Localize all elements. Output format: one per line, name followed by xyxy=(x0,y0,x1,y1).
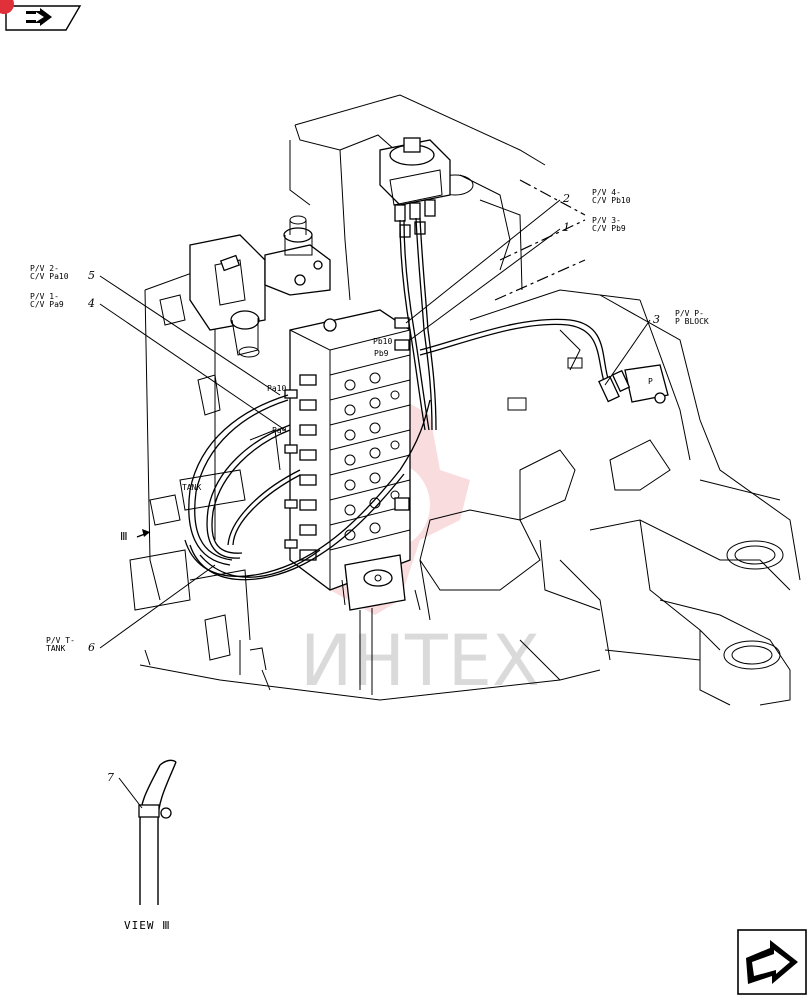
callout-2-text-1: P/V 4- xyxy=(592,188,621,197)
view-marker: Ⅲ xyxy=(120,529,151,543)
valve-top-ports xyxy=(323,317,410,511)
detail-view-iii: 7 VIEW Ⅲ xyxy=(107,759,177,932)
p-block xyxy=(598,364,669,404)
callout-5-number: 5 xyxy=(88,269,95,282)
callout-6-number: 6 xyxy=(88,641,95,654)
watermark-text: ИНТЕХ xyxy=(300,620,540,702)
port-label-pa9: Pa9 xyxy=(272,426,287,435)
port-label-pa10: Pa10 xyxy=(267,384,286,393)
callout-7-number: 7 xyxy=(107,771,114,784)
callout-5: 5 P/V 2- C/V Pa10 xyxy=(30,264,281,396)
port-label-pb9: Pb9 xyxy=(374,349,389,358)
callout-2: 2 P/V 4- C/V Pb10 xyxy=(405,188,631,324)
callout-5-text-1: P/V 2- xyxy=(30,264,59,273)
control-valve-bank xyxy=(284,309,421,695)
view-caption: VIEW Ⅲ xyxy=(124,919,171,932)
callout-3: 3 P/V P- P BLOCK xyxy=(604,309,709,386)
callout-6: 6 P/V T- TANK xyxy=(46,564,216,654)
view-marker-label: Ⅲ xyxy=(120,530,129,543)
callout-3-text-1: P/V P- xyxy=(675,309,704,318)
corner-badge xyxy=(0,0,14,14)
callout-5-text-2: C/V Pa10 xyxy=(30,272,69,281)
upper-frame xyxy=(139,94,801,706)
next-page-arrow-icon xyxy=(746,940,798,984)
next-page-button[interactable] xyxy=(737,929,807,995)
callout-1-number: 1 xyxy=(563,221,570,234)
callout-4-text-2: C/V Pa9 xyxy=(30,300,64,309)
callout-2-number: 2 xyxy=(562,192,570,205)
port-label-p: P xyxy=(648,377,653,386)
callout-1: 1 P/V 3- C/V Pb9 xyxy=(409,216,626,341)
previous-page-button[interactable] xyxy=(0,0,82,31)
port-label-pb10: Pb10 xyxy=(373,337,392,346)
callout-2-text-2: C/V Pb10 xyxy=(592,196,631,205)
swivel-joint xyxy=(379,137,451,238)
previous-page-arrow-icon xyxy=(24,8,52,26)
callout-4-text-1: P/V 1- xyxy=(30,292,59,301)
port-label-tank: TANK xyxy=(182,483,201,492)
callout-6-text-2: TANK xyxy=(46,644,65,653)
callout-6-text-1: P/V T- xyxy=(46,636,75,645)
callout-4-number: 4 xyxy=(87,297,95,310)
callout-3-number: 3 xyxy=(653,313,660,326)
pilot-valve-block xyxy=(189,215,331,358)
swivel-fittings xyxy=(394,199,436,238)
callout-4: 4 P/V 1- C/V Pa9 xyxy=(30,292,286,431)
left-frame xyxy=(129,269,281,691)
callout-1-text-1: P/V 3- xyxy=(592,216,621,225)
pilot-hoses xyxy=(184,217,611,581)
port-labels: Pb10 Pb9 Pa10 Pa9 TANK P xyxy=(182,337,653,492)
callout-1-text-2: C/V Pb9 xyxy=(592,224,626,233)
callout-3-text-2: P BLOCK xyxy=(675,317,709,326)
